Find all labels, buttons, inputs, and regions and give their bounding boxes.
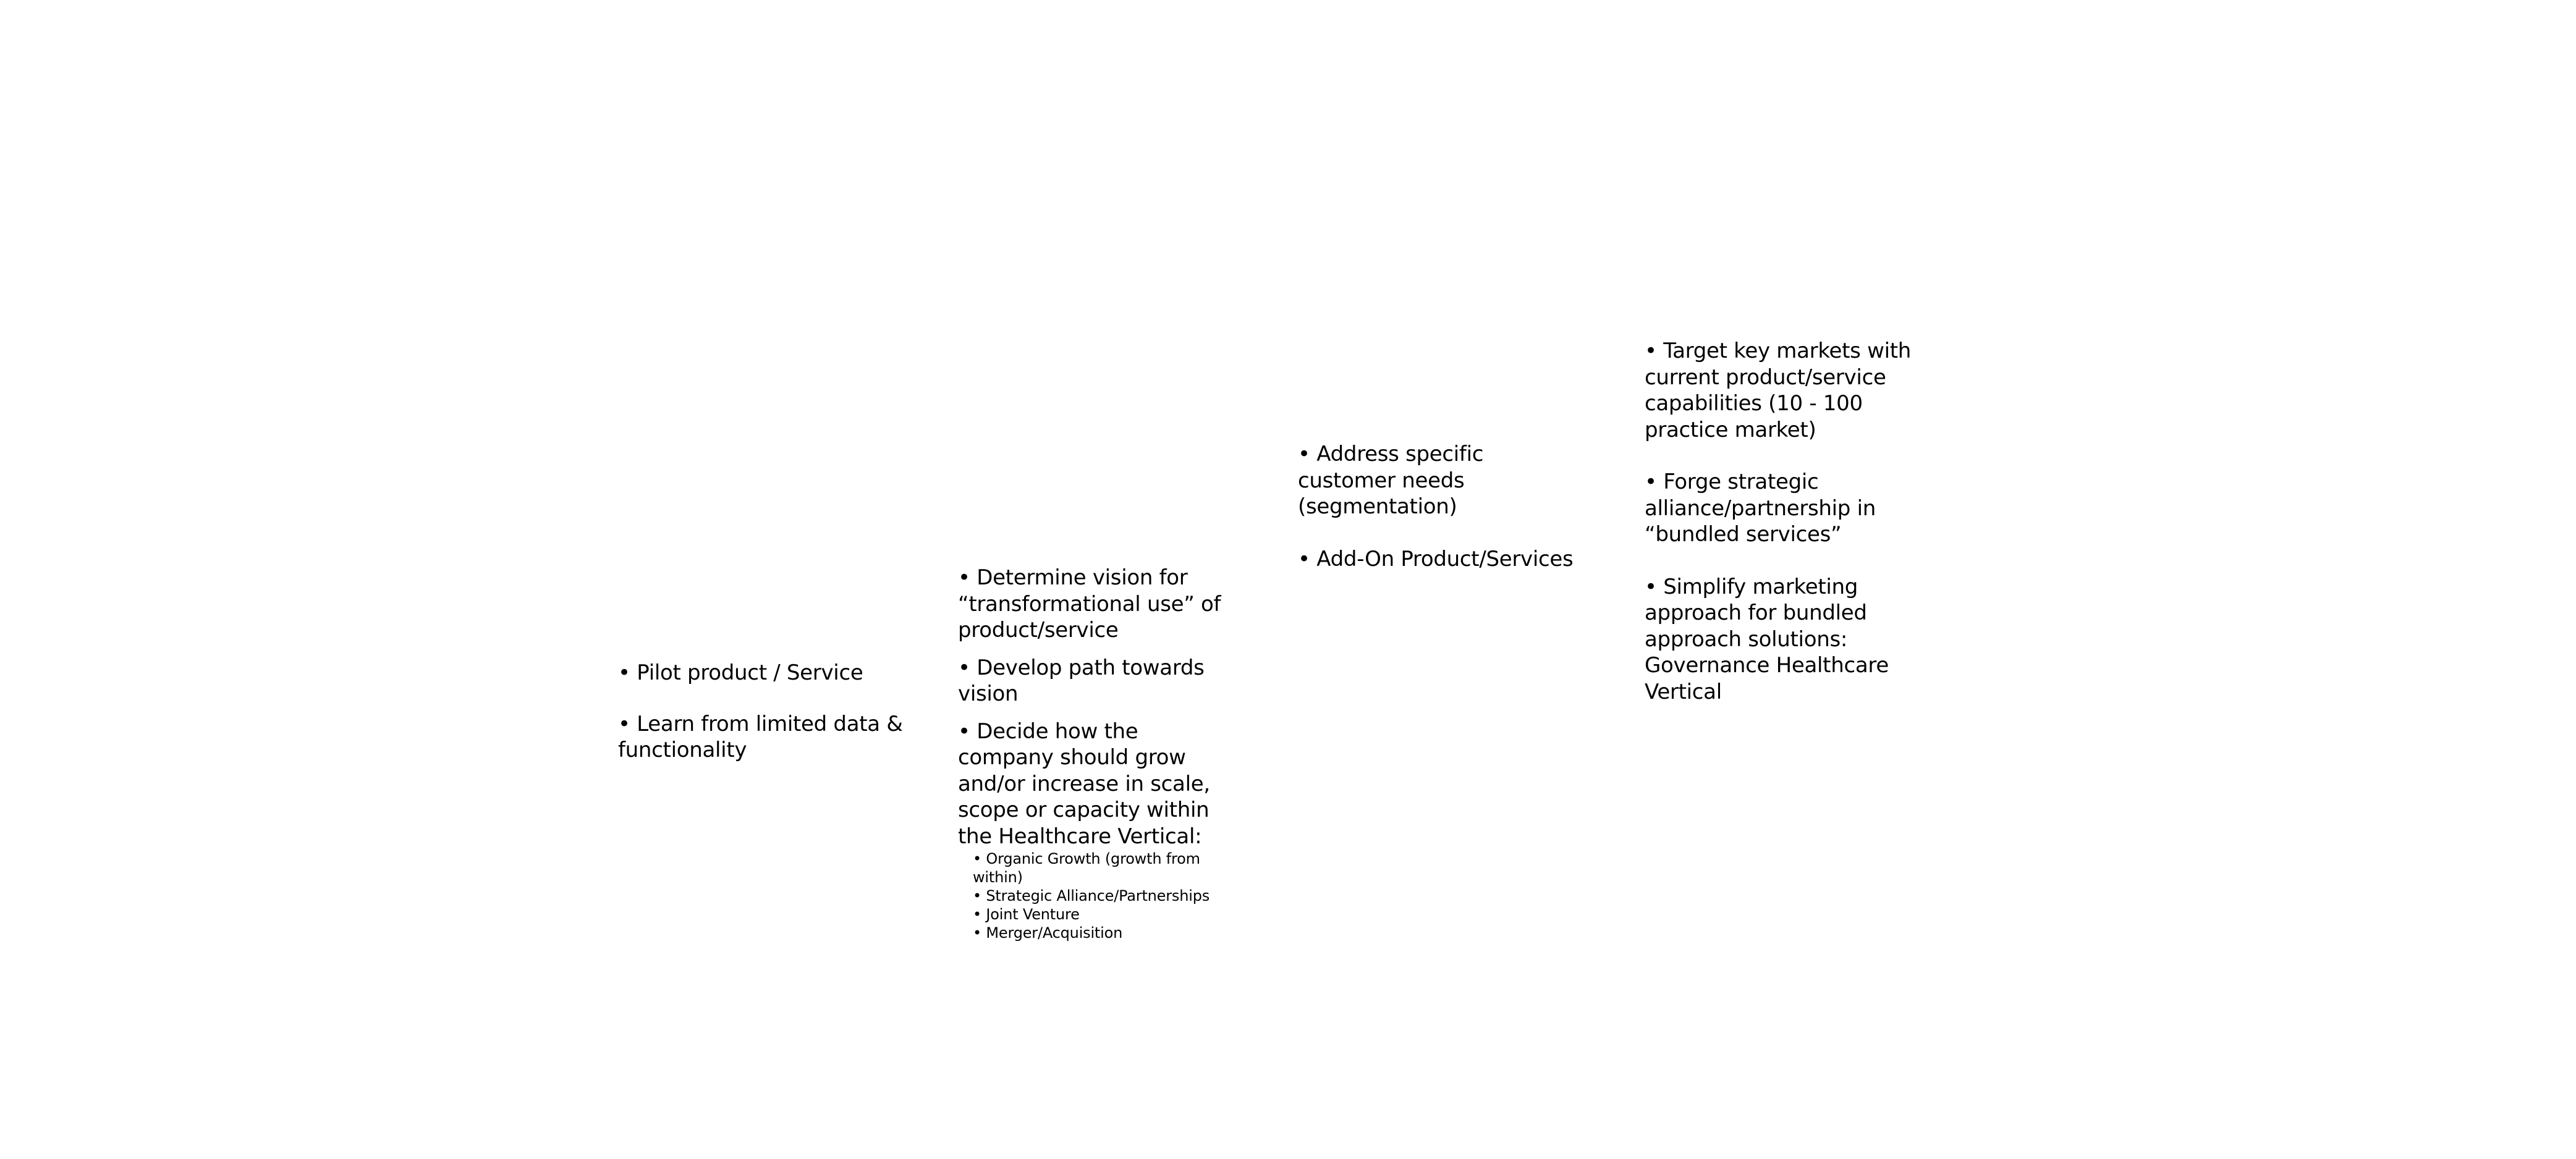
sub-bullet-item: • Strategic Alliance/Partnerships bbox=[973, 887, 1210, 904]
bullet-item: • Simplify marketing approach for bundle… bbox=[1645, 574, 1889, 704]
stage-2-column: • Determine vision for “transformational… bbox=[958, 565, 1221, 942]
bullet-item: • Determine vision for “transformational… bbox=[958, 565, 1221, 643]
sub-bullet-item: • Organic Growth (growth from within) bbox=[973, 850, 1200, 886]
sub-bullet-list: • Organic Growth (growth from within) • … bbox=[958, 849, 1221, 942]
bullet-item: • Forge strategic alliance/partnership i… bbox=[1645, 470, 1876, 547]
stage-1-column: • Pilot product / Service • Learn from l… bbox=[618, 660, 903, 764]
stage-4-column: • Target key markets with current produc… bbox=[1645, 338, 1911, 705]
sub-bullet-item: • Merger/Acquisition bbox=[973, 924, 1123, 942]
bullet-item: • Target key markets with current produc… bbox=[1645, 339, 1911, 442]
bullet-item: • Add-On Product/Services bbox=[1298, 546, 1574, 571]
bullet-item: • Address specific customer needs (segme… bbox=[1298, 442, 1484, 519]
bullet-item: • Pilot product / Service bbox=[618, 660, 863, 685]
bullet-item: • Develop path towards vision bbox=[958, 655, 1205, 707]
sub-bullet-item: • Joint Venture bbox=[973, 906, 1080, 923]
bullet-item: • Learn from limited data & functionalit… bbox=[618, 711, 903, 763]
bullet-item: • Decide how the company should grow and… bbox=[958, 719, 1210, 849]
stage-3-column: • Address specific customer needs (segme… bbox=[1298, 441, 1574, 572]
